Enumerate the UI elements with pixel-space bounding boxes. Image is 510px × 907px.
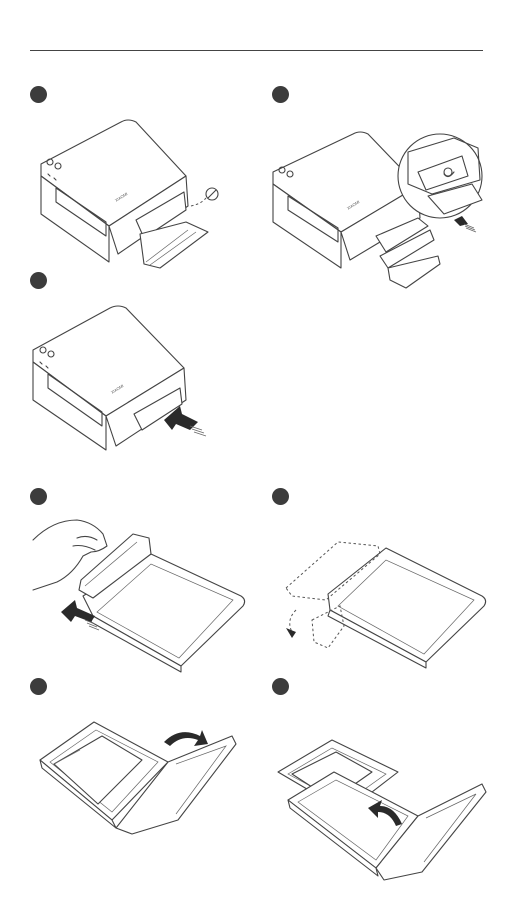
- step-5-marker: [272, 488, 289, 505]
- printer-illustration: XIAOMI: [268, 128, 498, 298]
- paper-cartridge-illustration: [272, 736, 492, 886]
- step-3-illustration: XIAOMI: [30, 302, 210, 457]
- step-3-marker: [30, 272, 47, 289]
- step-2-marker: [272, 86, 289, 103]
- step-6-marker: [30, 678, 47, 695]
- step-7-marker: [272, 678, 289, 695]
- paper-cartridge-illustration: [282, 538, 492, 673]
- step-6-illustration: [36, 716, 241, 841]
- printer-illustration: XIAOMI: [36, 114, 236, 274]
- step-7-illustration: [272, 736, 492, 886]
- paper-cartridge-illustration: [33, 516, 248, 671]
- step-4-illustration: [33, 516, 248, 671]
- step-1-illustration: XIAOMI: [36, 114, 236, 274]
- step-2-illustration: XIAOMI: [268, 128, 498, 298]
- step-5-illustration: [282, 538, 492, 673]
- printer-illustration: XIAOMI: [30, 302, 210, 457]
- step-1-marker: [30, 86, 47, 103]
- paper-cartridge-illustration: [36, 716, 241, 841]
- header-divider: [30, 50, 483, 51]
- step-4-marker: [30, 488, 47, 505]
